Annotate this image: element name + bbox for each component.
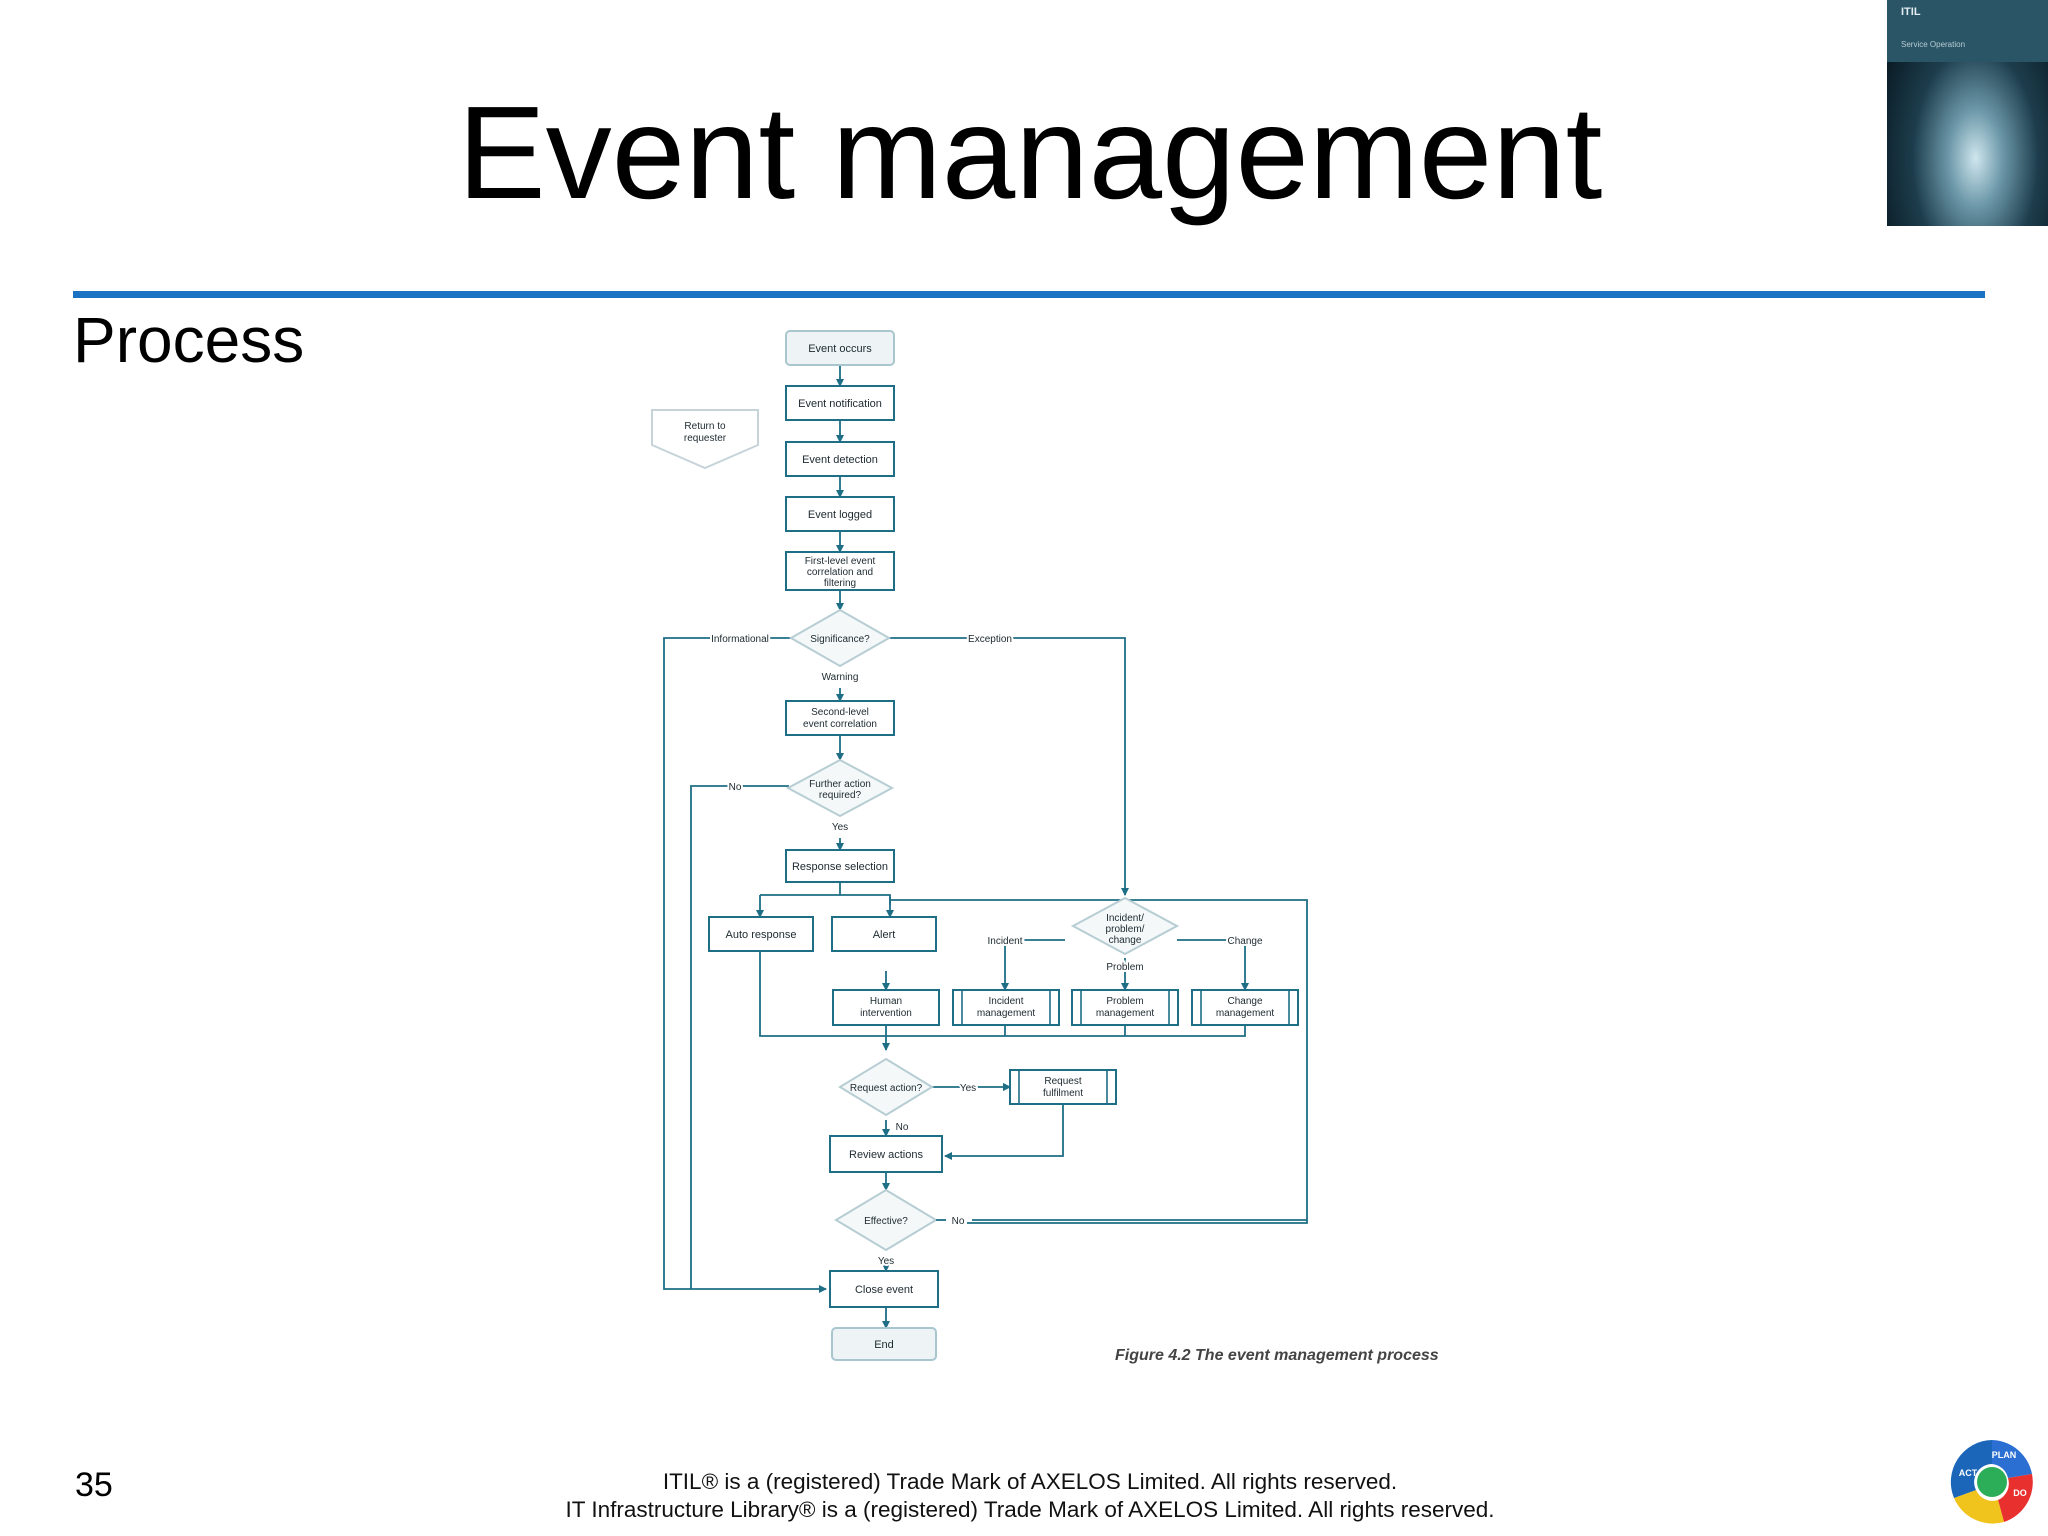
title-divider (73, 291, 1985, 298)
problem-management-label-1: Problem (1106, 996, 1143, 1007)
cover-band (1887, 0, 2048, 62)
do-segment (1998, 1474, 2033, 1522)
no-effective-label: No (952, 1216, 965, 1227)
human-intervention-label-2: intervention (860, 1008, 912, 1019)
end-label: End (874, 1339, 894, 1351)
further-action-decision (785, 758, 895, 818)
first-level-correlation-box (785, 551, 895, 591)
change-management-label-2: management (1216, 1008, 1275, 1019)
alert-label: Alert (873, 929, 896, 941)
problem-management-label-2: management (1096, 1008, 1155, 1019)
act-segment (1950, 1440, 1992, 1498)
incident-edge-label: Incident (987, 936, 1022, 947)
review-actions-box (829, 1135, 943, 1173)
event-logged-box (785, 496, 895, 532)
review-actions-label: Review actions (849, 1149, 923, 1161)
event-management-flowchart: Event occurs Event notification Event de… (651, 330, 1439, 1364)
connectors (663, 365, 1308, 1329)
return-to-requester-label-2: requester (684, 433, 727, 444)
informational-label: Informational (711, 634, 769, 645)
request-fulfilment-box (1009, 1069, 1117, 1105)
itil-book-cover-image: ITIL Service Operation (1887, 0, 2048, 226)
check-segment (1954, 1490, 2004, 1524)
request-fulfilment-label-1: Request (1044, 1076, 1081, 1087)
request-fulfilment-label-2: fulfilment (1043, 1088, 1083, 1099)
trademark-footer: ITIL® is a (registered) Trade Mark of AX… (520, 1468, 1540, 1524)
event-notification-label: Event notification (798, 398, 882, 410)
change-management-label-1: Change (1227, 996, 1262, 1007)
auto-response-box (708, 916, 814, 952)
significance-label: Significance? (810, 634, 870, 645)
logo-do-text: DO (2013, 1488, 2027, 1498)
footer-line-1: ITIL® is a (registered) Trade Mark of AX… (662, 1469, 1398, 1494)
event-notification-box (785, 385, 895, 421)
exception-label: Exception (968, 634, 1012, 645)
human-intervention-box (832, 989, 940, 1026)
first-level-label-3: filtering (824, 578, 856, 589)
slide-subtitle: Process (73, 304, 305, 376)
slide-title: Event management (457, 79, 1603, 226)
problem-edge-label: Problem (1106, 962, 1143, 973)
second-level-label-2: event correlation (803, 719, 877, 730)
close-event-label: Close event (855, 1284, 913, 1296)
further-action-label-2: required? (819, 790, 862, 801)
return-to-requester-shape (651, 409, 759, 470)
problem-management-box (1071, 989, 1179, 1026)
significance-decision (788, 608, 892, 668)
event-occurs-label: Event occurs (808, 343, 872, 355)
alert-box (831, 916, 937, 952)
footer-line-2: IT Infrastructure Library® is a (registe… (565, 1497, 1495, 1522)
yes-request-label: Yes (960, 1083, 976, 1094)
further-action-label-1: Further action (809, 779, 871, 790)
auto-response-label: Auto response (726, 929, 797, 941)
request-action-decision (838, 1057, 934, 1117)
logo-center (1977, 1467, 2007, 1497)
effective-decision (834, 1188, 938, 1252)
cover-subtitle: Service Operation (1901, 40, 1966, 49)
second-level-correlation-box (785, 700, 895, 736)
incident-management-label-2: management (977, 1008, 1036, 1019)
event-detection-label: Event detection (802, 454, 878, 466)
second-level-label-1: Second-level (811, 707, 869, 718)
change-edge-label: Change (1227, 936, 1262, 947)
logo-plan-text: PLAN (1992, 1450, 2017, 1460)
incident-management-label-1: Incident (988, 996, 1023, 1007)
first-level-label-2: correlation and (807, 567, 873, 578)
yes-effective-label: Yes (878, 1256, 894, 1267)
response-selection-box (785, 849, 895, 883)
response-selection-label: Response selection (792, 861, 888, 873)
event-logged-label: Event logged (808, 509, 872, 521)
ipc-label-2: problem/ (1106, 924, 1145, 935)
warning-label: Warning (822, 672, 859, 683)
page-number: 35 (75, 1466, 113, 1504)
ipc-label-1: Incident/ (1106, 913, 1144, 924)
end-box (831, 1327, 937, 1361)
event-detection-box (785, 441, 895, 477)
change-management-box (1191, 989, 1299, 1026)
return-to-requester-label-1: Return to (684, 421, 726, 432)
plan-segment (1992, 1440, 2032, 1478)
no-further-action-label: No (729, 782, 742, 793)
incident-problem-change-decision (1070, 896, 1180, 956)
pdca-cycle-logo: PLAN DO ACT (1948, 1438, 2036, 1526)
close-event-box (829, 1270, 939, 1308)
cover-brand: ITIL (1901, 6, 1921, 18)
incident-management-box (952, 989, 1060, 1026)
logo-act-text: ACT (1959, 1468, 1978, 1478)
no-request-label: No (896, 1122, 909, 1133)
first-level-label-1: First-level event (805, 556, 876, 567)
event-occurs-box (785, 330, 895, 366)
human-intervention-label-1: Human (870, 996, 902, 1007)
figure-caption: Figure 4.2 The event management process (1115, 1347, 1439, 1364)
request-action-label: Request action? (850, 1083, 923, 1094)
yes-further-action-label: Yes (832, 822, 848, 833)
ipc-label-3: change (1109, 935, 1142, 946)
effective-label: Effective? (864, 1216, 908, 1227)
